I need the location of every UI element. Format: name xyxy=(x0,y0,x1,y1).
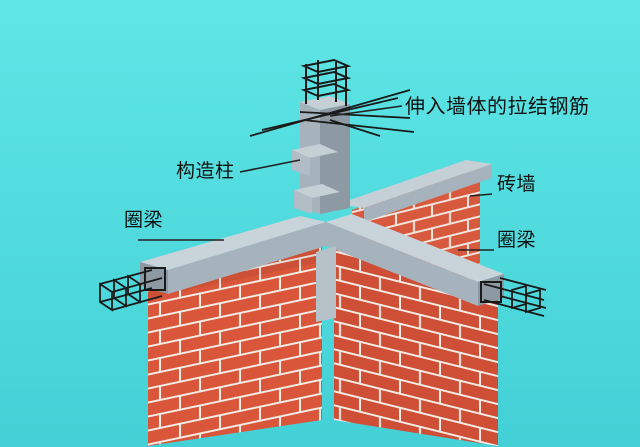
tie-bars-label: 伸入墙体的拉结钢筋 xyxy=(405,94,590,118)
tie-bars xyxy=(249,89,415,137)
ring-beam-right xyxy=(326,214,504,306)
ring-beam-label-left: 圈梁 xyxy=(124,209,164,231)
ring-beam-left xyxy=(140,216,326,294)
brick-wall-label: 砖墙 xyxy=(497,173,537,195)
beam-rebar-left xyxy=(99,269,163,312)
column-label: 构造柱 xyxy=(176,160,235,182)
leader-lines xyxy=(138,105,494,251)
column-rebar-cage xyxy=(300,58,352,106)
ring-beam-label-right: 圈梁 xyxy=(497,229,537,251)
beam-rebar-right xyxy=(483,277,547,317)
constructional-column xyxy=(292,96,350,322)
